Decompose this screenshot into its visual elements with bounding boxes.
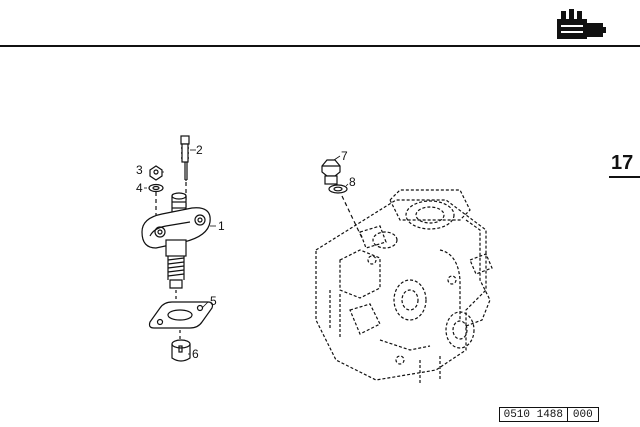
callout-8: 8 [349,175,356,189]
section-number: 17 [611,152,634,174]
callout-6: 6 [192,347,199,361]
part-7-plug [321,159,341,185]
section-underline [609,176,640,178]
engine-block [315,189,493,384]
header-rule [0,45,640,47]
callout-4: 4 [136,181,143,195]
callout-2: 2 [196,143,203,157]
part-8-seal [328,184,363,239]
part-1-pump-body [141,192,211,302]
reference-code-box: 0510 1488 000 [499,407,599,422]
reference-code-main: 0510 1488 [503,408,564,421]
leader-lines [144,149,349,355]
part-3-nut [149,165,163,181]
callout-5: 5 [210,294,217,308]
reference-code-suffix: 000 [566,408,598,421]
engine-pump-icon [557,9,606,39]
part-5-gasket [148,301,214,340]
part-6-tappet [171,339,191,362]
callout-3: 3 [136,163,143,177]
callout-7: 7 [341,149,348,163]
callout-1: 1 [218,219,225,233]
